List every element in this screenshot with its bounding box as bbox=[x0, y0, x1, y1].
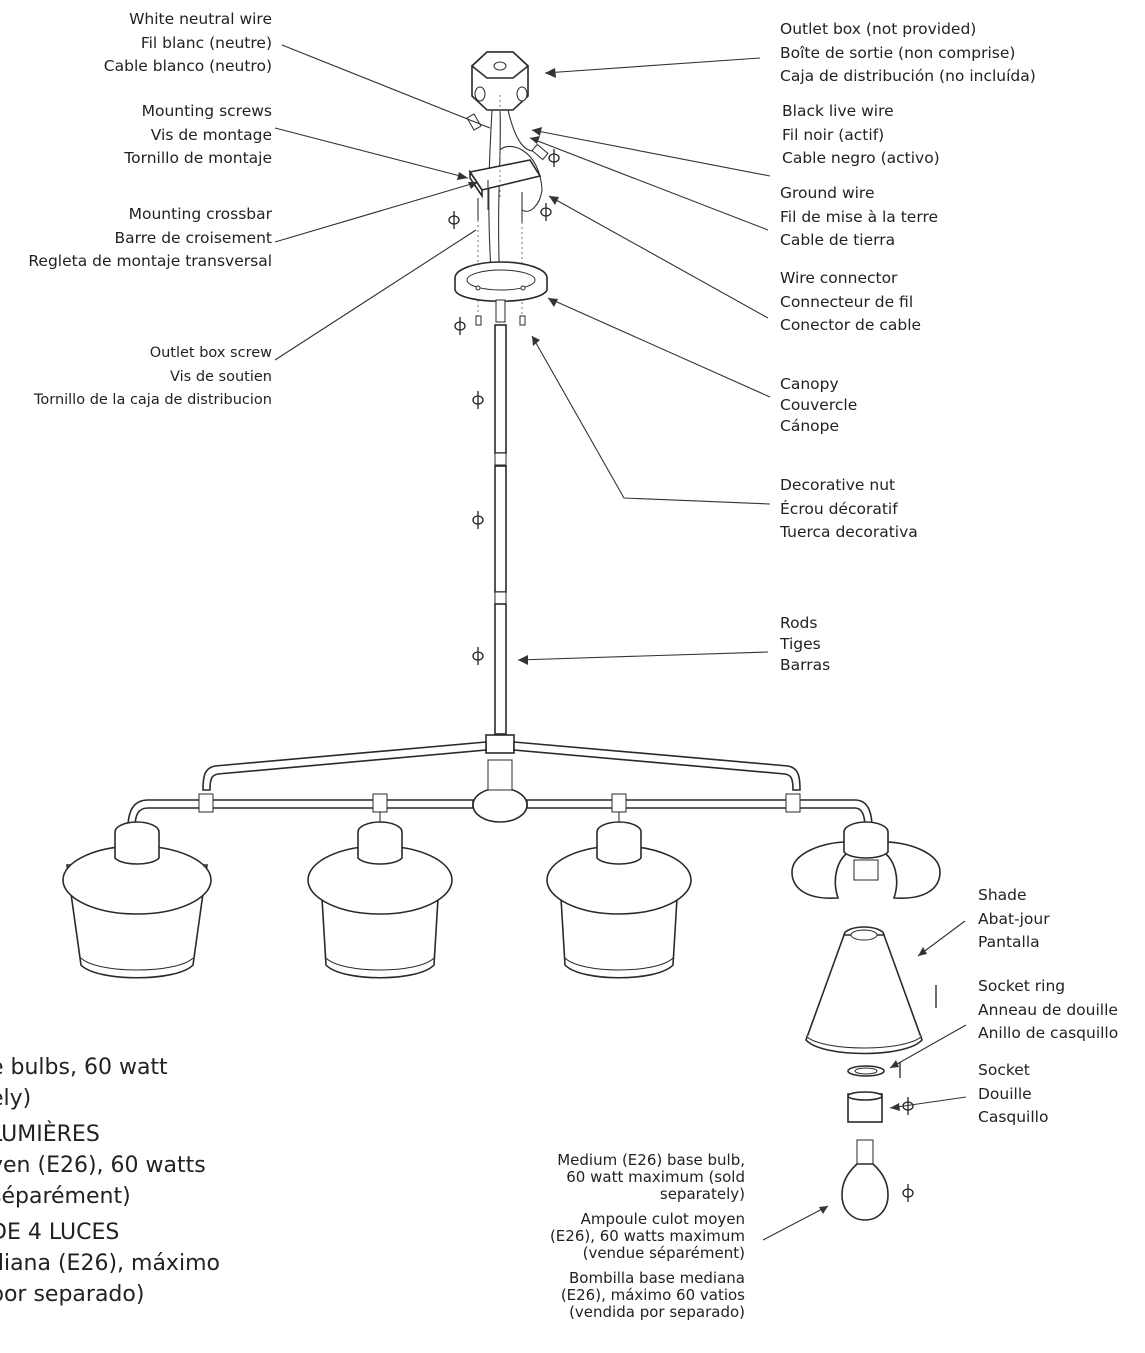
rods-illustration bbox=[494, 299, 507, 735]
label-shade: Shade Abat-jour Pantalla bbox=[978, 886, 1050, 951]
outlet-box-illustration bbox=[470, 51, 530, 111]
bulb-illustration bbox=[841, 1139, 889, 1221]
label-outlet-box-screw: Outlet box screw Vis de soutien Tornillo… bbox=[33, 345, 272, 408]
label-bulb: Medium (E26) base bulb, 60 watt maximum … bbox=[549, 1151, 745, 1321]
label-mounting-crossbar: Mounting crossbar Barre de croisement Re… bbox=[28, 205, 272, 270]
label-wire-connector: Wire connector Connecteur de fil Conecto… bbox=[780, 269, 922, 334]
label-outlet-box: Outlet box (not provided) Boîte de sorti… bbox=[780, 20, 1036, 85]
shades-illustration bbox=[62, 821, 941, 1221]
arrowheads bbox=[457, 68, 927, 1214]
leader-lines bbox=[274, 44, 967, 1241]
canopy-illustration bbox=[454, 261, 548, 326]
label-white-neutral-wire: White neutral wire Fil blanc (neutre) Ca… bbox=[103, 10, 272, 75]
label-ground-wire: Ground wire Fil de mise à la terre Cable… bbox=[780, 184, 939, 249]
wires-illustration bbox=[466, 109, 549, 289]
label-black-live-wire: Black live wire Fil noir (actif) Cable n… bbox=[782, 102, 940, 167]
label-socket: Socket Douille Casquillo bbox=[978, 1061, 1049, 1126]
label-socket-ring: Socket ring Anneau de douille Anillo de … bbox=[978, 977, 1119, 1042]
label-canopy: Canopy Couvercle Cánope bbox=[780, 375, 858, 435]
crossbar-illustration bbox=[468, 159, 542, 222]
arms-illustration bbox=[127, 734, 873, 830]
label-mounting-screws: Mounting screws Vis de montage Tornillo … bbox=[124, 102, 272, 167]
rotation-arrows bbox=[448, 149, 937, 1202]
label-rods: Rods Tiges Barras bbox=[780, 614, 831, 674]
bulb-spec-text: e bulbs, 60 watt ely) LUMIÈRES yen (E26)… bbox=[0, 1055, 220, 1307]
label-decorative-nut: Decorative nut Écrou décoratif Tuerca de… bbox=[780, 476, 918, 541]
